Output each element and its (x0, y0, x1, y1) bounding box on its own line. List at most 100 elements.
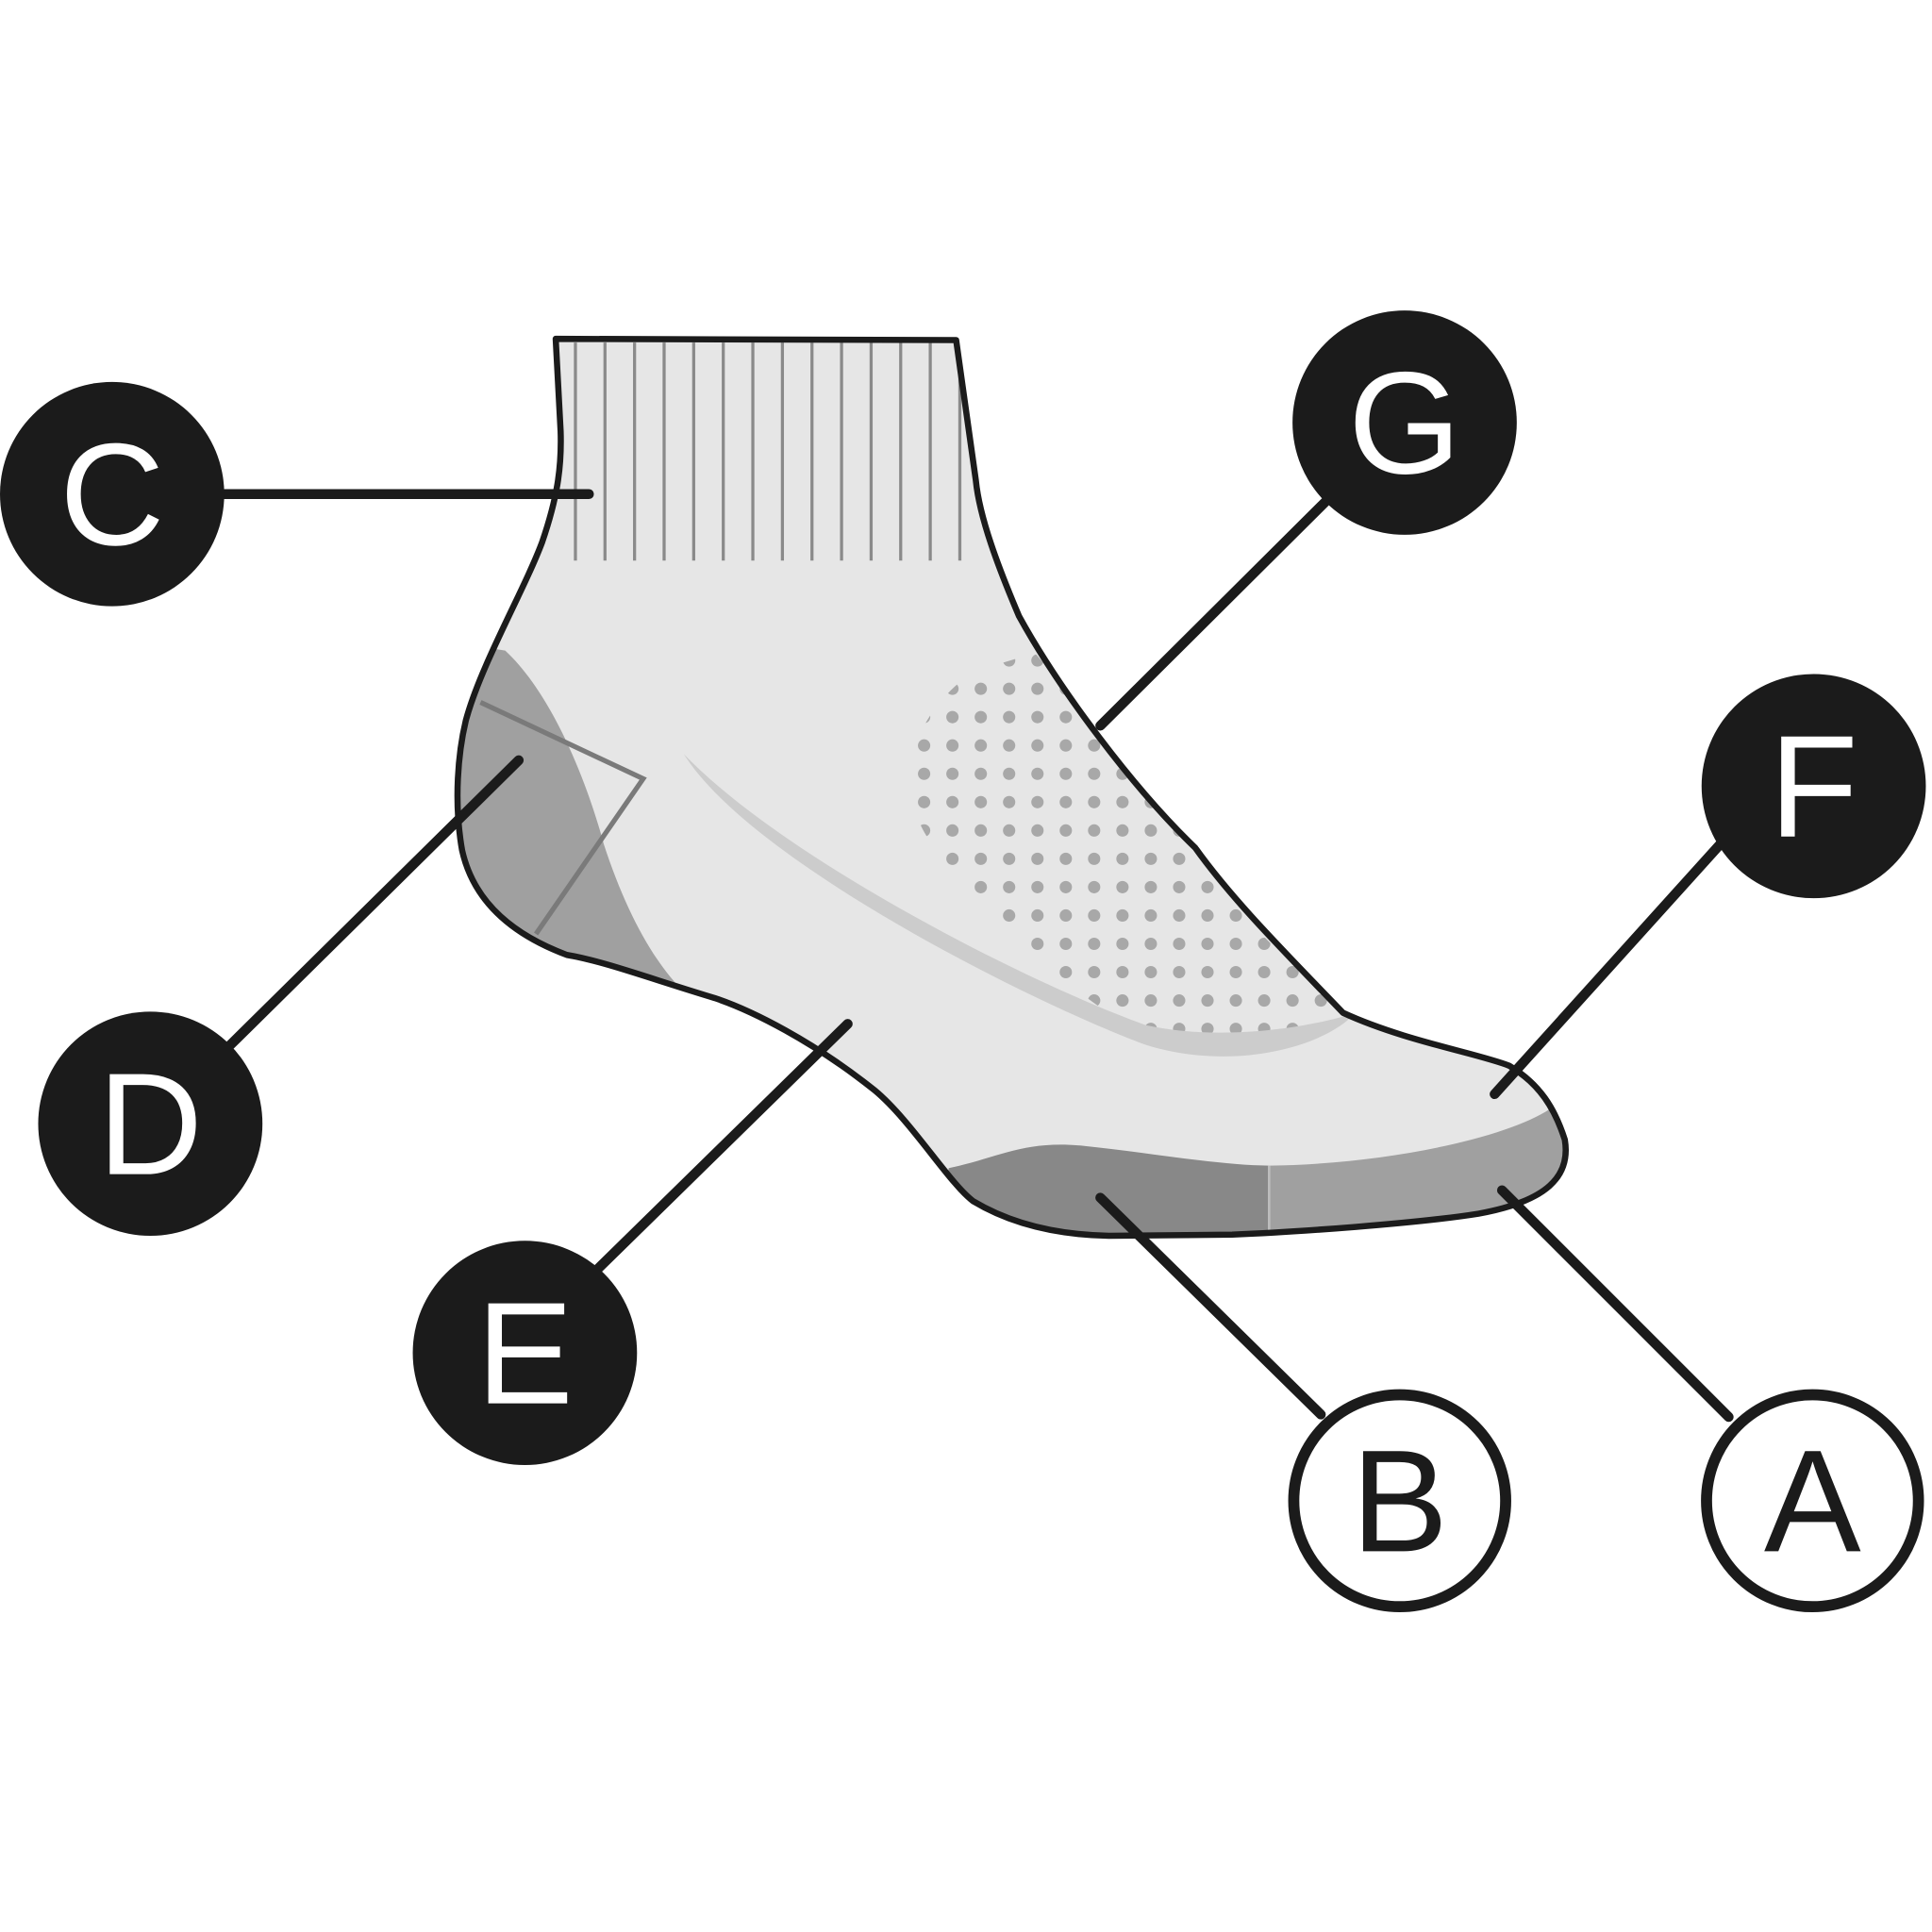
cushion-dot (1286, 767, 1299, 780)
cushion-dot (1003, 710, 1016, 724)
cushion-dot (946, 710, 959, 724)
cushion-dot (1229, 852, 1242, 865)
cushion-dot (1286, 937, 1299, 951)
cushion-dot (1229, 767, 1242, 780)
cushion-dot (1257, 852, 1271, 865)
cushion-dot (1257, 710, 1271, 724)
cushion-dot (1257, 937, 1271, 951)
cushion-dot (1286, 682, 1299, 695)
cushion-dot (1088, 852, 1101, 865)
cushion-dot (1257, 908, 1271, 922)
leader-g (1095, 493, 1334, 731)
cushion-dot (1314, 710, 1327, 724)
cushion-dot (1257, 966, 1271, 979)
cushion-dot (1059, 824, 1073, 837)
cushion-dot (1314, 966, 1327, 979)
cushion-dot (1059, 739, 1073, 752)
cushion-dot (974, 682, 988, 695)
cushion-dot (1059, 852, 1073, 865)
cushion-dot (1257, 654, 1271, 667)
cushion-dot (1031, 739, 1044, 752)
cushion-dot (1229, 1023, 1242, 1036)
cushion-dot (1003, 824, 1016, 837)
cushion-dot (1229, 739, 1242, 752)
cushion-dot (974, 767, 988, 780)
cushion-dot (1003, 795, 1016, 808)
cushion-dot (1088, 739, 1101, 752)
cushion-dot (1173, 994, 1186, 1008)
cushion-dot (1144, 739, 1158, 752)
cushion-dot (1116, 739, 1129, 752)
cushion-dot (1229, 654, 1242, 667)
cushion-dot (1201, 994, 1214, 1008)
cushion-dot (1031, 710, 1044, 724)
cushion-dot (974, 739, 988, 752)
cushion-dot (1286, 654, 1299, 667)
cushion-dot (1257, 739, 1271, 752)
cushion-dot (918, 739, 931, 752)
label-d-text: D (98, 1042, 203, 1206)
cushion-dot (1116, 795, 1129, 808)
cushion-dot (1229, 966, 1242, 979)
leader-e (592, 1019, 853, 1274)
cushion-dot (1257, 994, 1271, 1008)
cushion-dot (1116, 908, 1129, 922)
cushion-dot (1314, 880, 1327, 893)
cushion-dot (1144, 966, 1158, 979)
cushion-dot (1003, 880, 1016, 893)
label-c: C (0, 381, 225, 607)
cushion-dot (1173, 966, 1186, 979)
cushion-dot (1257, 767, 1271, 780)
cushion-dot (1173, 937, 1186, 951)
cushion-dot (1116, 880, 1129, 893)
cushion-dot (1314, 937, 1327, 951)
cushion-dot (1144, 852, 1158, 865)
cushion-dot (1229, 937, 1242, 951)
cushion-dot (1088, 908, 1101, 922)
label-g: G (1292, 310, 1517, 535)
cushion-dot (1059, 908, 1073, 922)
label-a: A (1701, 1389, 1924, 1613)
cushion-dot (974, 880, 988, 893)
cushion-dot (1088, 767, 1101, 780)
cushion-dot (1314, 767, 1327, 780)
label-a-text: A (1764, 1419, 1861, 1582)
cushion-dot (1286, 966, 1299, 979)
cushion-dot (1003, 908, 1016, 922)
heel-outline (479, 700, 647, 936)
cushion-dot (1088, 937, 1101, 951)
cushion-dot (1229, 682, 1242, 695)
cushion-dot (1173, 767, 1186, 780)
cushion-dot (1314, 739, 1327, 752)
cushion-dot (1173, 710, 1186, 724)
cushion-dot (1059, 966, 1073, 979)
leader-lines (219, 489, 1740, 1423)
cushion-dot (1088, 654, 1101, 667)
cushion-dot (1201, 824, 1214, 837)
cushion-dot (946, 795, 959, 808)
label-g-text: G (1348, 341, 1461, 505)
cushion-dot (1286, 710, 1299, 724)
cushion-dot (1088, 682, 1101, 695)
cushion-dot (1116, 824, 1129, 837)
cushion-dot (1173, 795, 1186, 808)
cushion-dot (1116, 852, 1129, 865)
cushion-dot (946, 824, 959, 837)
cushion-dot (1201, 1023, 1214, 1036)
cushion-dot (1059, 880, 1073, 893)
cushion-dot (1144, 937, 1158, 951)
label-b-text: B (1351, 1419, 1448, 1582)
cushion-dot (974, 710, 988, 724)
cushion-dot (1116, 966, 1129, 979)
cushion-dot (974, 795, 988, 808)
cushion-dot (1144, 767, 1158, 780)
cushion-dot (1031, 795, 1044, 808)
cushion-dot (1286, 852, 1299, 865)
cushion-dot (1031, 824, 1044, 837)
cushion-dot (974, 852, 988, 865)
cushion-dot (1031, 852, 1044, 865)
leader-d (223, 755, 525, 1053)
cushion-dot (1286, 994, 1299, 1008)
cushion-dot (1059, 795, 1073, 808)
